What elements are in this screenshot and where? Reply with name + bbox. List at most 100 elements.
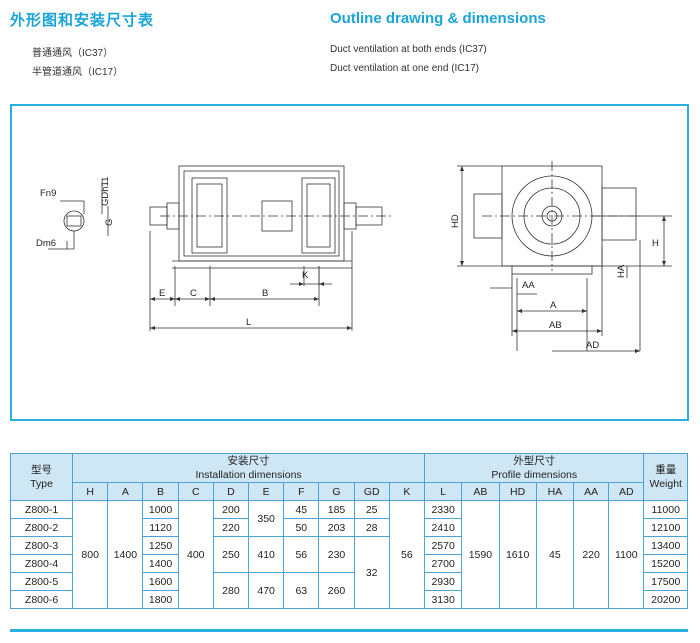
g-cell: 203	[318, 518, 355, 537]
gd-cell: 25	[353, 500, 390, 519]
col-f: F	[283, 482, 320, 501]
col-hd: HD	[498, 482, 537, 501]
weight-cell: 17500	[643, 572, 688, 591]
l-cell: 2700	[424, 554, 463, 573]
col-a: A	[107, 482, 144, 501]
a-cell: 1400	[107, 500, 144, 609]
label-c: C	[190, 288, 197, 299]
label-g: G	[104, 219, 115, 226]
outline-drawing: Fn9 GDh11 G Dm6 E C B K L HD H HA AA A A…	[10, 104, 689, 421]
label-ha: HA	[616, 264, 627, 278]
e-cell: 470	[248, 572, 285, 609]
col-ha: HA	[535, 482, 575, 501]
label-gdh11: GDh11	[100, 177, 111, 206]
col-b: B	[142, 482, 179, 501]
note-ic37-en: Duct ventilation at both ends (IC37)	[330, 44, 487, 55]
note-ic37-cn: 普通通风（IC37）	[32, 48, 114, 59]
col-ab: AB	[461, 482, 500, 501]
type-cell: Z800-5	[9, 572, 74, 591]
outline-drawing-svg: Fn9 GDh11 G Dm6 E C B K L HD H HA AA A A…	[36, 161, 672, 353]
weight-cell: 13400	[643, 536, 688, 555]
label-k: K	[302, 270, 309, 281]
label-h: H	[652, 238, 659, 249]
col-c: C	[177, 482, 214, 501]
label-l: L	[246, 317, 251, 328]
label-e: E	[159, 288, 165, 299]
note-ic17-cn: 半管道通风（IC17）	[32, 67, 124, 78]
k-cell: 56	[388, 500, 426, 609]
c-cell: 400	[177, 500, 214, 609]
ad-cell: 1100	[608, 500, 645, 609]
b-cell: 1120	[142, 518, 179, 537]
d-cell: 280	[212, 572, 250, 609]
hd-cell: 1610	[498, 500, 537, 609]
d-cell: 200	[212, 500, 250, 519]
col-ad: AD	[608, 482, 645, 501]
note-ic17-en: Duct ventilation at one end (IC17)	[330, 63, 479, 74]
label-dm6: Dm6	[36, 238, 56, 249]
col-d: D	[212, 482, 250, 501]
g-cell: 230	[318, 536, 355, 573]
f-cell: 45	[283, 500, 320, 519]
e-cell: 410	[248, 536, 285, 573]
e-cell: 350	[248, 500, 285, 537]
bottom-rule	[10, 629, 688, 632]
l-cell: 3130	[424, 590, 463, 609]
label-a: A	[550, 300, 557, 311]
h-cell: 800	[72, 500, 109, 609]
label-ab: AB	[549, 320, 562, 331]
l-cell: 2570	[424, 536, 463, 555]
ha-cell: 45	[535, 500, 575, 609]
type-cell: Z800-2	[9, 518, 74, 537]
weight-cell: 12100	[643, 518, 688, 537]
weight-cell: 11000	[643, 500, 688, 519]
l-cell: 2330	[424, 500, 463, 519]
f-cell: 50	[283, 518, 320, 537]
g-cell: 260	[318, 572, 355, 609]
table-row: Z800-5 1600 280 470 63 260 2930 17500	[9, 572, 688, 609]
aa-cell: 220	[573, 500, 610, 609]
d-cell: 220	[212, 518, 250, 537]
f-cell: 56	[283, 536, 320, 573]
weight-cell: 15200	[643, 554, 688, 573]
type-cell: Z800-1	[9, 500, 74, 519]
b-cell: 1250	[142, 536, 179, 555]
col-h: H	[72, 482, 109, 501]
col-gd: GD	[353, 482, 390, 501]
l-cell: 2410	[424, 518, 463, 537]
table-row: Z800-4 1400 2700 15200	[9, 554, 688, 573]
ab-cell: 1590	[461, 500, 500, 609]
label-fn9: Fn9	[40, 188, 56, 199]
col-g: G	[318, 482, 355, 501]
type-cell: Z800-3	[9, 536, 74, 555]
b-cell: 1000	[142, 500, 179, 519]
table-row: Z800-1 800 1400 1000 400 200 350 45 185 …	[9, 500, 688, 609]
table-row: Z800-3 1250 250 410 56 230 32 2570 13400	[9, 536, 688, 609]
label-hd: HD	[450, 214, 461, 228]
b-cell: 1400	[142, 554, 179, 573]
title-en: Outline drawing & dimensions	[330, 10, 546, 27]
title-cn: 外形图和安装尺寸表	[10, 11, 155, 29]
b-cell: 1600	[142, 572, 179, 591]
weight-cell: 20200	[643, 590, 688, 609]
type-cell: Z800-6	[9, 590, 74, 609]
col-e: E	[248, 482, 285, 501]
col-aa: AA	[573, 482, 610, 501]
gd-cell: 28	[353, 518, 390, 537]
table-row: Z800-6 1800 3130 20200	[9, 590, 688, 609]
type-cell: Z800-4	[9, 554, 74, 573]
col-l: L	[424, 482, 463, 501]
gd-cell: 32	[353, 536, 390, 609]
l-cell: 2930	[424, 572, 463, 591]
table-row: Z800-2 1120 220 50 203 28 2410 12100	[9, 518, 688, 537]
d-cell: 250	[212, 536, 250, 573]
col-k: K	[388, 482, 426, 501]
label-aa: AA	[522, 280, 535, 291]
label-b: B	[262, 288, 268, 299]
f-cell: 63	[283, 572, 320, 609]
